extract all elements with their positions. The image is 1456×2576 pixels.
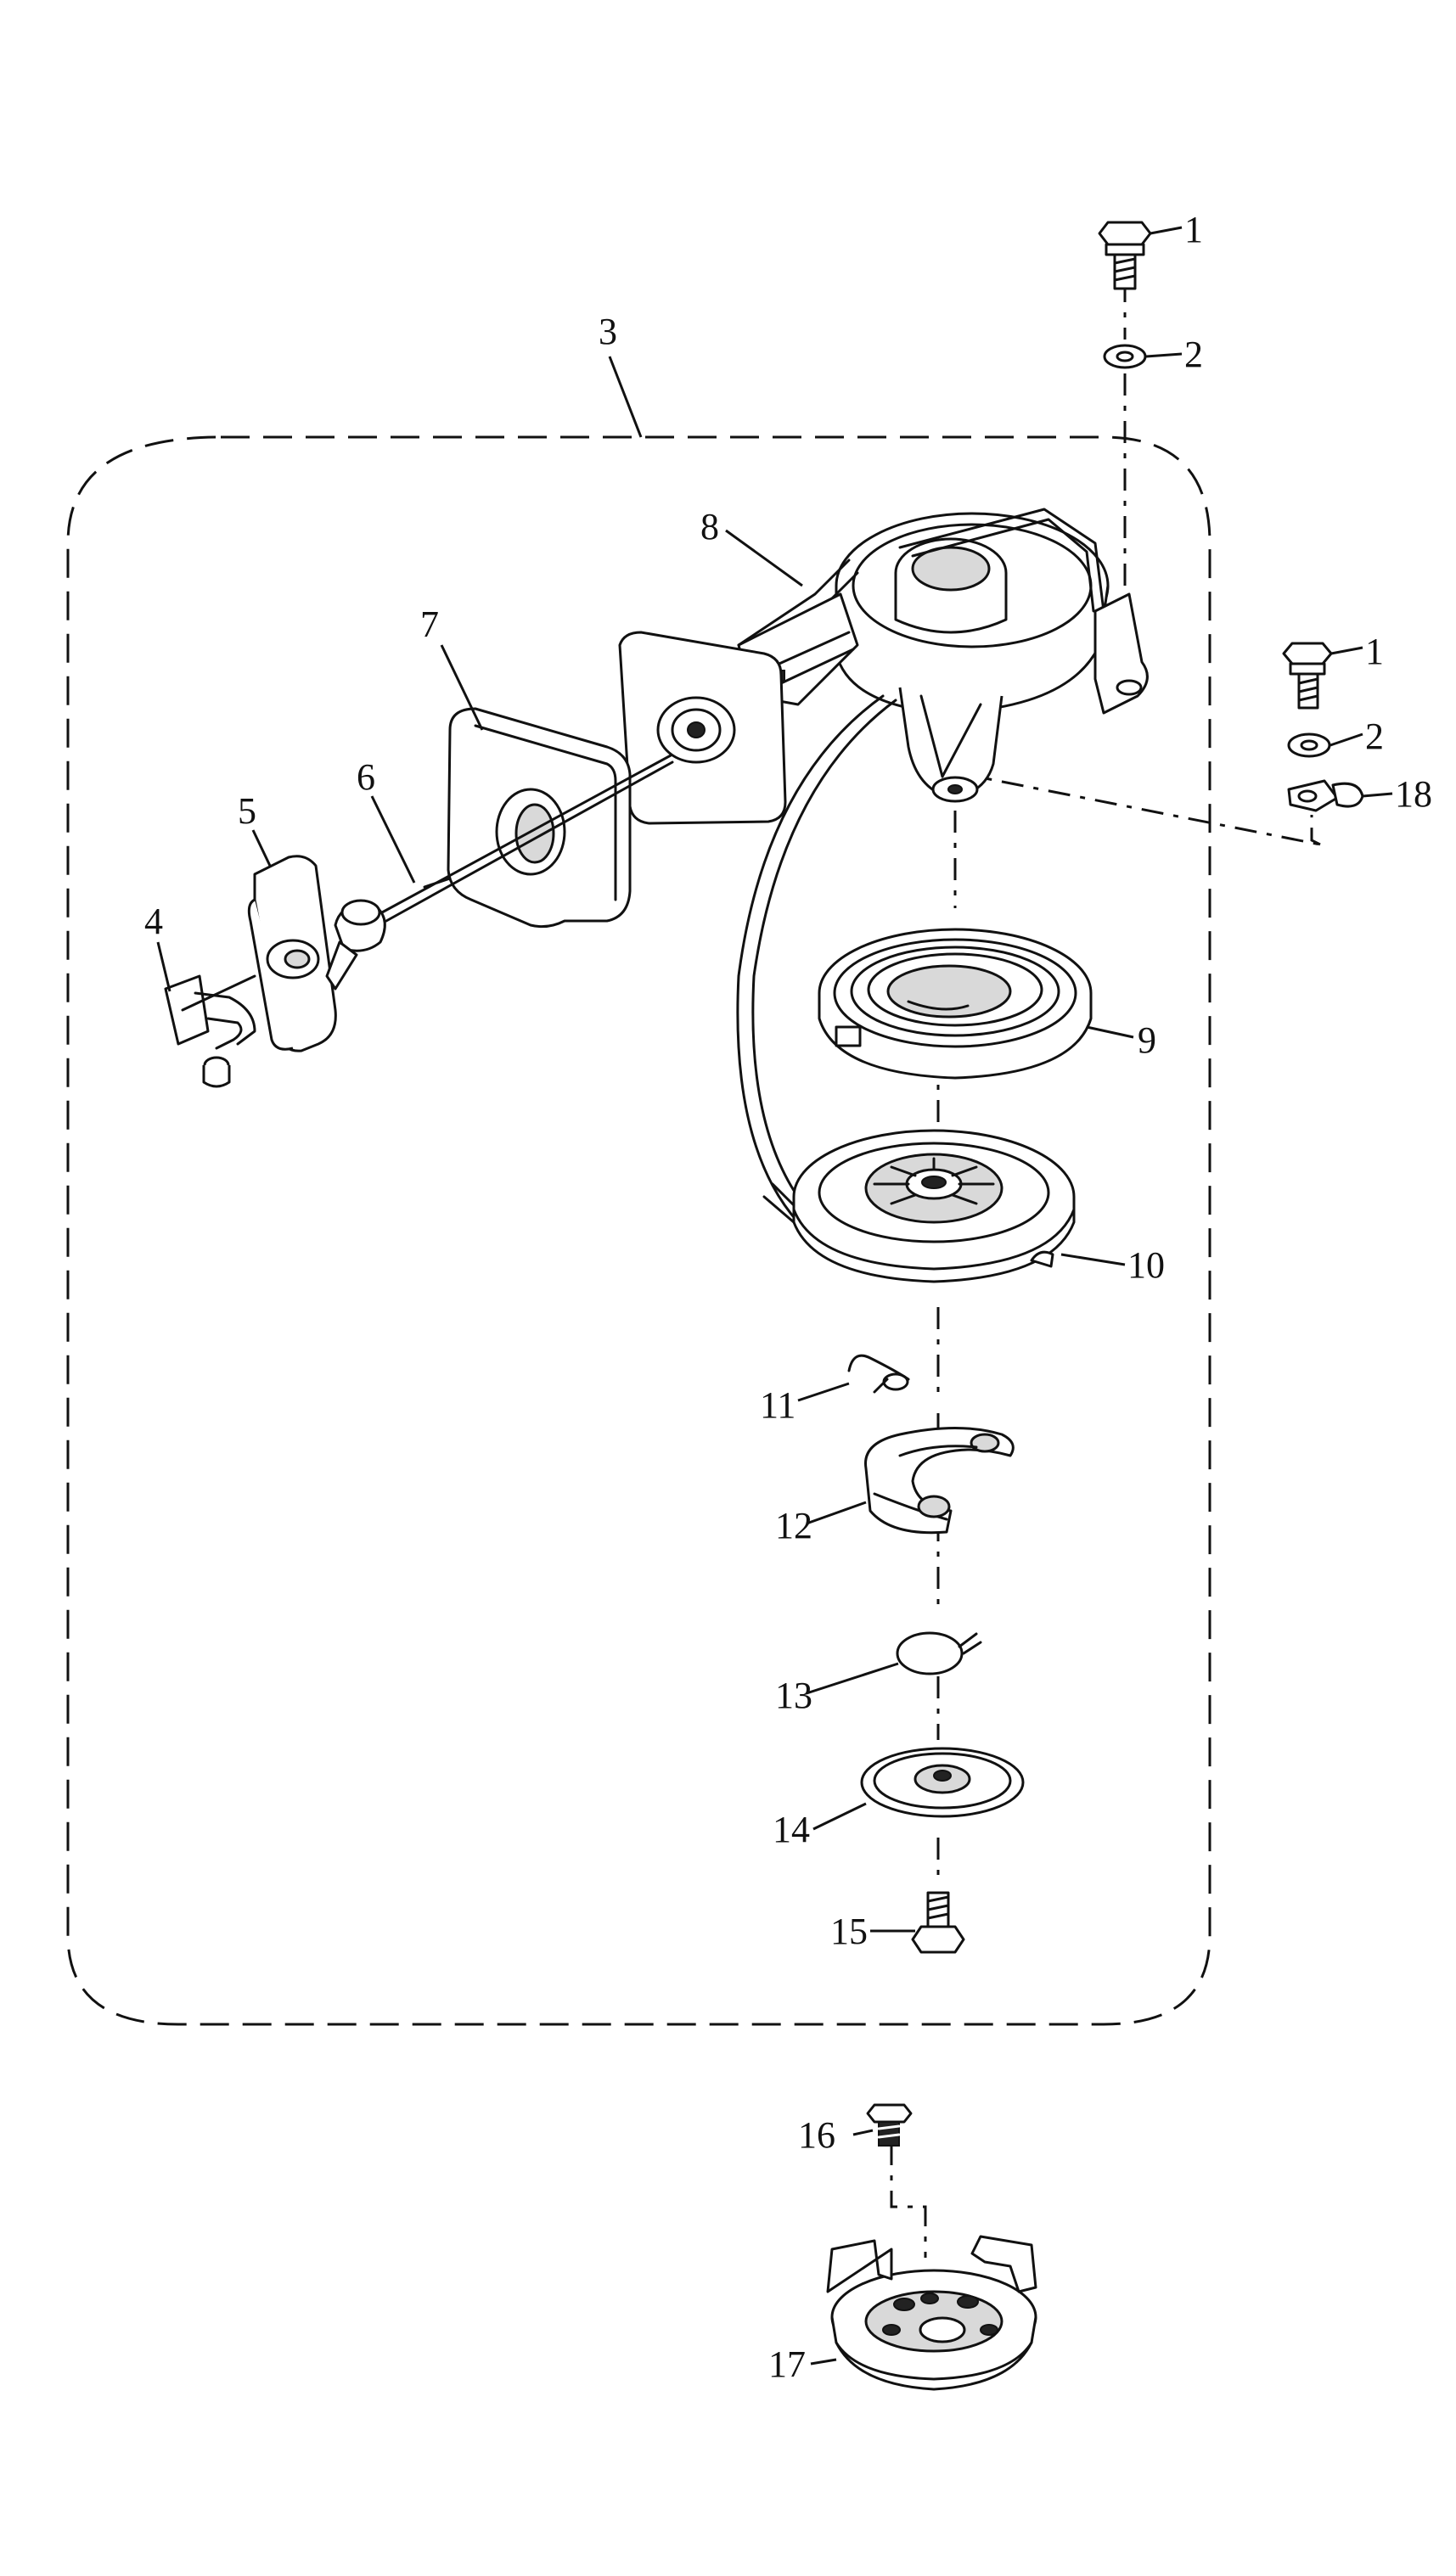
pawl	[864, 1427, 1015, 1535]
label-part-12: 12	[775, 1505, 812, 1546]
label-part-16: 16	[798, 2114, 835, 2156]
label-part-13: 13	[775, 1675, 812, 1716]
label-part-2-top: 2	[1184, 334, 1203, 375]
washer-top	[1103, 344, 1147, 369]
leader-lines	[156, 226, 1393, 2366]
pawl-spring	[847, 1354, 910, 1394]
t-handle	[247, 855, 386, 1052]
starter-housing	[618, 508, 1149, 825]
label-part-6: 6	[357, 756, 375, 798]
part-labels: 1 2 3 1 2 18 8 7 6 5 4 9 10 11 12 13 14 …	[144, 209, 1432, 2385]
label-part-17: 17	[768, 2343, 806, 2385]
washer-right	[1287, 732, 1331, 758]
starter-rope	[380, 694, 897, 1224]
label-part-14: 14	[773, 1809, 810, 1850]
rope-reel	[762, 1129, 1076, 1283]
label-part-2-right: 2	[1365, 716, 1384, 757]
cable-clamp	[1287, 779, 1364, 812]
label-part-8: 8	[700, 506, 719, 547]
label-part-7: 7	[420, 603, 439, 645]
retainer-plate	[860, 1747, 1025, 1818]
center-screw	[911, 1891, 965, 1954]
label-part-3: 3	[599, 311, 617, 352]
bolt-right	[1282, 642, 1333, 710]
starter-pulley	[826, 2235, 1037, 2391]
recoil-spring	[818, 928, 1093, 1080]
label-part-18: 18	[1395, 773, 1432, 815]
label-part-1-right: 1	[1365, 631, 1384, 672]
label-part-5: 5	[238, 790, 256, 832]
label-part-1-top: 1	[1184, 209, 1203, 250]
bolt-top	[1098, 221, 1152, 290]
label-part-15: 15	[830, 1911, 868, 1952]
assembly-boundary	[66, 435, 1211, 2026]
label-part-10: 10	[1127, 1244, 1165, 1286]
handle-plate	[447, 707, 632, 929]
label-part-11: 11	[760, 1384, 795, 1426]
handle-retainer	[164, 974, 256, 1088]
label-part-9: 9	[1138, 1019, 1156, 1061]
label-part-4: 4	[144, 901, 163, 942]
pulley-bolt	[866, 2103, 913, 2147]
friction-spring	[896, 1631, 982, 1675]
